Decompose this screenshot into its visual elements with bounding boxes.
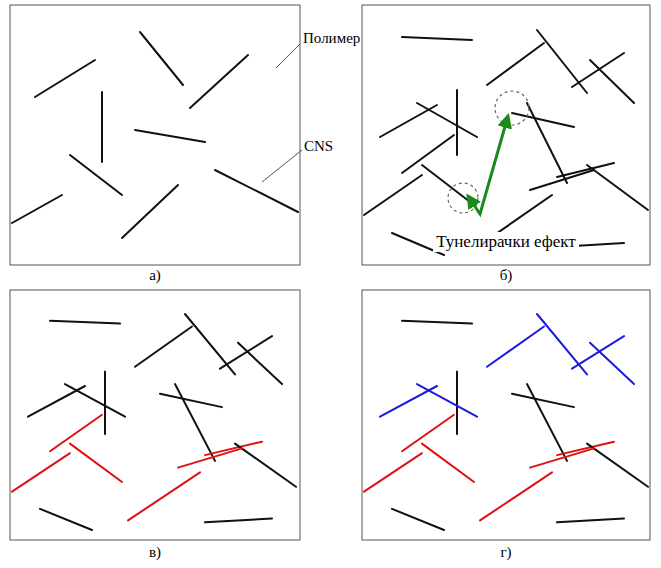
tunnel-arrow <box>468 116 508 214</box>
panel-frame <box>10 5 300 265</box>
nanotube-stick <box>70 444 122 482</box>
nanotube-stick <box>572 53 624 87</box>
panel-letter: г) <box>500 544 511 561</box>
nanotube-stick <box>537 30 587 93</box>
panel-frame <box>10 290 300 540</box>
nanotube-stick <box>50 321 120 324</box>
nanotube-stick <box>380 386 437 417</box>
nanotube-stick <box>530 448 594 467</box>
nanotube-stick <box>70 155 122 195</box>
nanotube-stick <box>380 105 437 137</box>
panel-frame <box>362 290 650 540</box>
material-label: CNS <box>304 138 333 155</box>
nanotube-stick <box>220 336 272 369</box>
panel-letter: б) <box>500 267 513 284</box>
nanotube-stick <box>402 415 454 451</box>
tunnel-gap-circle <box>495 91 529 125</box>
nanotube-stick <box>65 384 125 417</box>
nanotube-sticks <box>12 30 648 530</box>
nanotube-stick <box>590 343 634 384</box>
nanotube-stick <box>487 43 544 85</box>
nanotube-stick <box>530 170 594 190</box>
nanotube-stick <box>587 165 648 210</box>
nanotube-stick <box>12 195 62 223</box>
nanotube-stick <box>128 472 200 520</box>
nanotube-stick <box>572 336 624 369</box>
nanotube-stick <box>587 444 648 487</box>
nanotube-stick <box>50 415 102 451</box>
nanotube-stick <box>135 130 205 142</box>
tunnel-gap-circle <box>448 183 478 213</box>
nanotube-stick <box>238 343 282 384</box>
effect-label: Тунелирачки ефект <box>433 232 579 252</box>
nanotube-stick <box>175 384 215 461</box>
nanotube-stick <box>40 509 92 530</box>
nanotube-stick <box>537 314 587 374</box>
nanotube-stick <box>12 453 70 491</box>
nanotube-stick <box>512 394 574 407</box>
nanotube-stick <box>417 103 477 137</box>
nanotube-stick <box>215 170 298 212</box>
nanotube-stick <box>527 103 567 183</box>
nanotube-stick <box>178 448 242 467</box>
nanotube-stick <box>402 135 454 173</box>
nanotube-stick <box>422 444 474 482</box>
nanotube-stick <box>417 384 477 417</box>
nanotube-stick <box>235 444 296 487</box>
nanotube-stick <box>28 386 85 417</box>
leader-line <box>276 44 300 68</box>
panel-frame <box>362 5 650 265</box>
nanotube-stick <box>205 442 262 455</box>
material-label: Полимер <box>303 30 360 47</box>
panel-letter: а) <box>149 267 161 284</box>
nanotube-stick <box>512 113 574 127</box>
nanotube-stick <box>160 394 222 407</box>
nanotube-stick <box>135 326 192 366</box>
nanotube-stick <box>364 175 422 215</box>
nanotube-stick <box>402 321 472 324</box>
nanotube-stick <box>122 185 178 238</box>
nanotube-stick <box>101 92 103 162</box>
nanotube-stick <box>557 442 614 455</box>
nanotube-stick <box>456 90 458 155</box>
nanotube-stick <box>480 472 552 520</box>
nanotube-stick <box>422 165 474 205</box>
nanotube-stick <box>557 163 614 177</box>
nanotube-stick <box>392 509 444 530</box>
nanotube-stick <box>205 518 272 522</box>
nanotube-stick <box>364 453 422 491</box>
nanotube-stick <box>140 32 183 85</box>
nanotube-stick <box>185 314 235 374</box>
nanotube-stick <box>190 55 248 108</box>
leader-line <box>262 150 302 182</box>
nanotube-stick <box>527 384 567 461</box>
nanotube-stick <box>456 372 458 434</box>
nanotube-stick <box>557 518 624 522</box>
nanotube-stick <box>104 372 106 434</box>
nanotube-stick <box>487 326 544 366</box>
nanotube-stick <box>590 60 634 103</box>
nanotube-stick <box>402 37 472 40</box>
panel-letter: в) <box>149 544 161 561</box>
nanotube-stick <box>35 60 95 97</box>
